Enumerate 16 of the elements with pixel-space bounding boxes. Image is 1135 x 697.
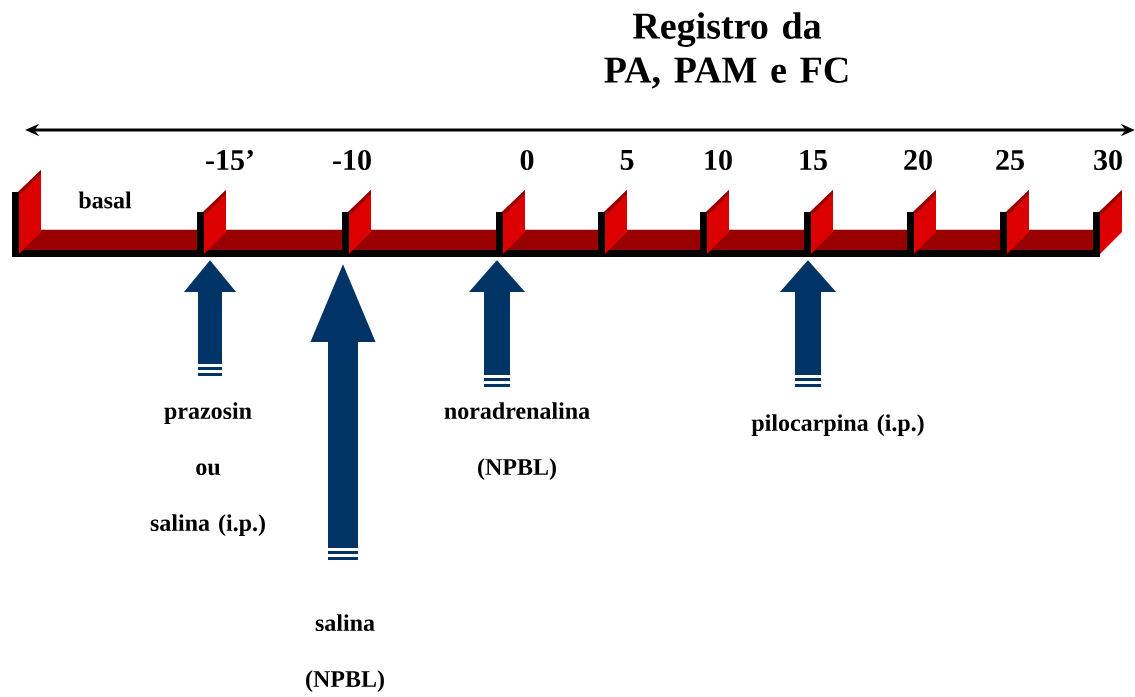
- tick-label: 0: [520, 149, 534, 171]
- drug-label: noradrenalina (NPBL): [444, 402, 590, 480]
- tick-label: 30: [1094, 149, 1122, 171]
- drug-label: prazosin ou salina (i.p.): [150, 402, 265, 536]
- tick-label: 10: [705, 149, 732, 171]
- drug-label: salina (NPBL): [306, 614, 384, 692]
- tick-label: 20: [904, 149, 932, 171]
- tick-label: 25: [996, 149, 1024, 171]
- tick-label: -10: [333, 149, 371, 171]
- tick-label: -15’: [206, 149, 253, 171]
- timeline-drawing: [12, 170, 1122, 257]
- title: Registro da PA, PAM e FC: [604, 12, 848, 89]
- tick-label: 5: [620, 150, 634, 170]
- tick-label: 15: [800, 149, 827, 171]
- phase-label: basal: [78, 191, 132, 209]
- drug-label: pilocarpina (i.p.): [751, 414, 924, 436]
